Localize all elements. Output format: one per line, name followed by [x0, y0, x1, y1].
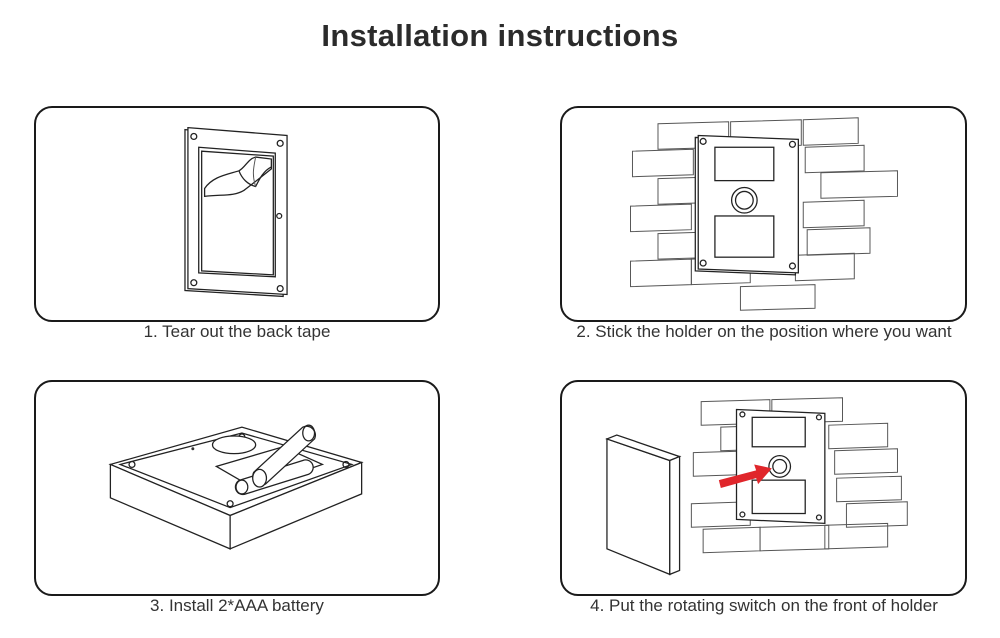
step-3-caption: 3. Install 2*AAA battery	[150, 596, 324, 615]
step-3-panel	[34, 380, 440, 596]
step-1-panel	[34, 106, 440, 322]
step-4-panel	[560, 380, 967, 596]
holder-back-tape-icon	[184, 126, 288, 298]
switch-to-holder-icon	[605, 397, 908, 576]
holder-on-wall-icon	[630, 117, 898, 311]
step-2-panel	[560, 106, 967, 322]
step-2-caption: 2. Stick the holder on the position wher…	[576, 322, 952, 341]
step-1-caption: 1. Tear out the back tape	[143, 322, 331, 341]
step-4-caption: 4. Put the rotating switch on the front …	[590, 596, 938, 615]
direction-arrow-icon	[718, 464, 772, 488]
battery-install-icon	[108, 424, 364, 550]
page-title: Installation instructions	[321, 18, 679, 53]
